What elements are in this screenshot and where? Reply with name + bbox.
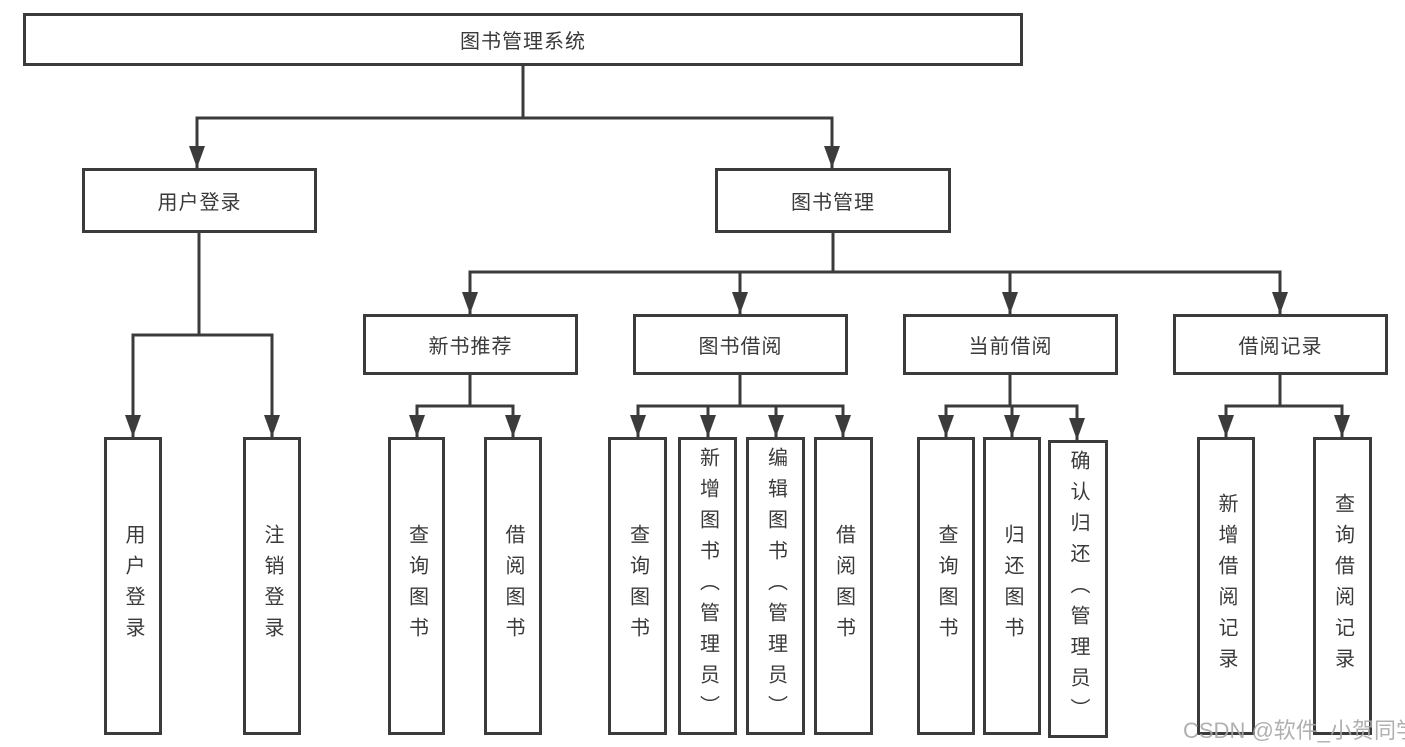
node-book-management-label: 图书管理 <box>791 192 875 214</box>
leaf-add-borrow-record: 新增借阅记录 <box>1197 437 1255 735</box>
node-book-borrow: 图书借阅 <box>633 314 848 375</box>
node-book-borrow-label: 图书借阅 <box>698 336 783 358</box>
leaf-edit-books-admin-label: 编辑图书（管理员） <box>764 446 787 726</box>
leaf-query-books-recommend: 查询图书 <box>388 437 445 735</box>
leaf-add-books-admin-label: 新增图书（管理员） <box>696 446 719 726</box>
leaf-query-borrow-record: 查询借阅记录 <box>1313 437 1372 735</box>
node-library-system: 图书管理系统 <box>23 13 1023 66</box>
leaf-query-books-current: 查询图书 <box>917 437 975 735</box>
node-user-login-label: 用户登录 <box>157 192 242 214</box>
leaf-return-books-label: 归还图书 <box>1001 524 1023 648</box>
leaf-logout-label: 注销登录 <box>261 524 283 648</box>
leaf-query-borrow-record-label: 查询借阅记录 <box>1331 493 1354 679</box>
leaf-borrow-books: 借阅图书 <box>814 437 873 735</box>
leaf-user-login: 用户登录 <box>104 437 162 735</box>
node-new-book-recommend: 新书推荐 <box>363 314 578 375</box>
node-current-borrow: 当前借阅 <box>903 314 1118 375</box>
leaf-edit-books-admin: 编辑图书（管理员） <box>746 437 805 735</box>
leaf-query-books-recommend-label: 查询图书 <box>405 524 428 648</box>
leaf-query-books-borrow-label: 查询图书 <box>626 524 649 648</box>
leaf-query-books-borrow: 查询图书 <box>608 437 667 735</box>
leaf-return-books: 归还图书 <box>983 437 1041 735</box>
leaf-confirm-return-admin-label: 确认归还（管理员） <box>1067 449 1089 729</box>
leaf-borrow-books-recommend: 借阅图书 <box>484 437 542 735</box>
leaf-add-borrow-record-label: 新增借阅记录 <box>1215 493 1237 679</box>
node-user-login: 用户登录 <box>82 168 317 233</box>
node-book-management: 图书管理 <box>715 168 951 233</box>
node-library-system-label: 图书管理系统 <box>460 31 586 53</box>
leaf-query-books-current-label: 查询图书 <box>935 524 957 648</box>
node-borrow-records: 借阅记录 <box>1173 314 1388 375</box>
leaf-confirm-return-admin: 确认归还（管理员） <box>1048 440 1108 738</box>
node-current-borrow-label: 当前借阅 <box>968 336 1053 358</box>
leaf-logout: 注销登录 <box>243 437 301 735</box>
leaf-borrow-books-label: 借阅图书 <box>832 524 855 648</box>
node-borrow-records-label: 借阅记录 <box>1238 336 1323 358</box>
leaf-add-books-admin: 新增图书（管理员） <box>678 437 737 735</box>
leaf-borrow-books-recommend-label: 借阅图书 <box>502 524 524 648</box>
leaf-user-login-label: 用户登录 <box>122 524 144 648</box>
node-new-book-recommend-label: 新书推荐 <box>428 336 513 358</box>
